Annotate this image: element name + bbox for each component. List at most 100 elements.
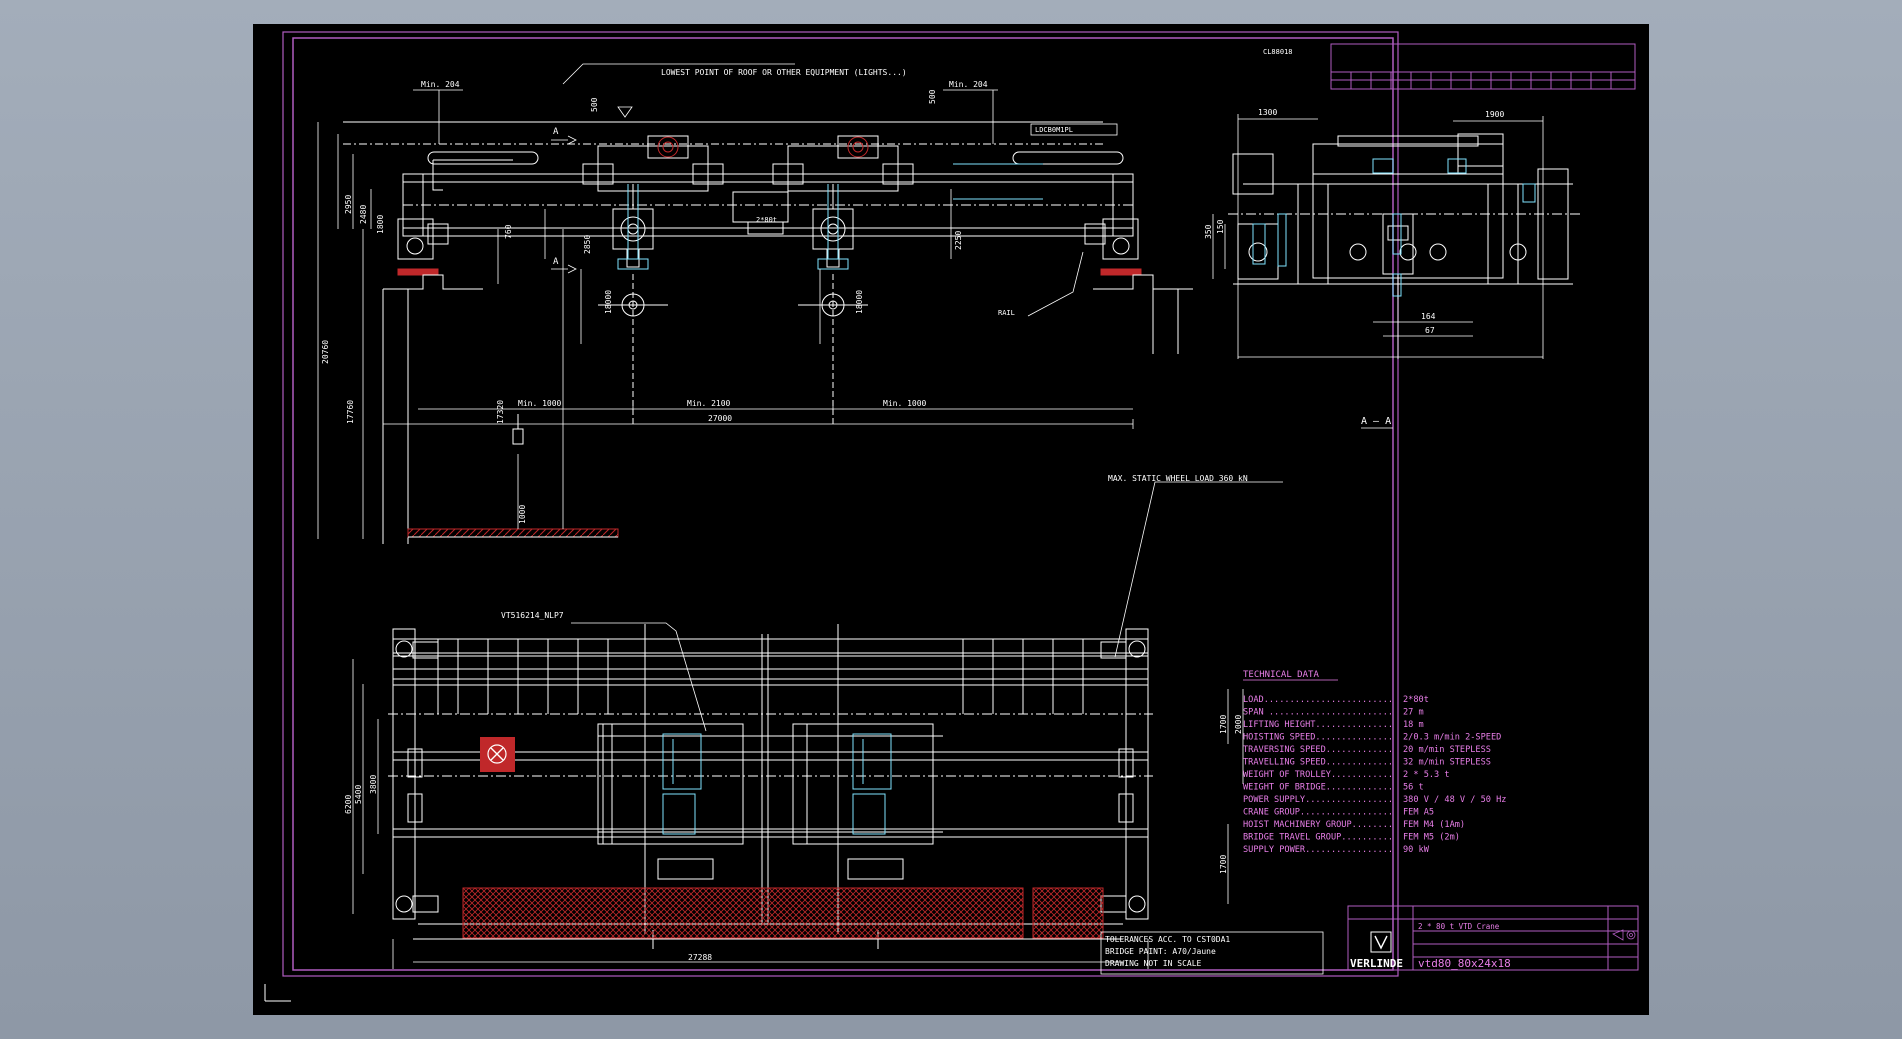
tech-value: FEM M5 (2m) (1403, 833, 1460, 843)
section-arrows (551, 135, 577, 274)
dim-2480: 2480 (359, 205, 368, 224)
dim-1700a: 1700 (1219, 715, 1228, 734)
section-a-a-dims (1212, 114, 1544, 359)
tolerance-line-3: DRAWING NOT IN SCALE (1105, 959, 1202, 968)
dim-2950: 2950 (344, 195, 353, 214)
section-mark-lower: A (553, 257, 559, 267)
trolley-code: VT516214_NLP7 (501, 611, 564, 620)
section-a-a (1228, 133, 1583, 299)
dim-350: 350 (1204, 224, 1213, 239)
tech-value: 18 m (1403, 720, 1424, 730)
dim-17320: 17320 (496, 400, 505, 424)
tolerance-box (1100, 931, 1324, 975)
tech-value: 27 m (1403, 708, 1424, 718)
tech-label: LIFTING HEIGHT............... (1243, 720, 1393, 730)
dim-1900: 1900 (1485, 110, 1504, 119)
dim-min204-left: Min. 204 (421, 80, 460, 89)
tech-label: LOAD......................... (1243, 695, 1393, 705)
dim-1700b: 1700 (1219, 855, 1228, 874)
walkway-hatch-left (462, 887, 1024, 939)
dim-20760: 20760 (321, 340, 330, 364)
drawing-number: vtd80_80x24x18 (1418, 957, 1511, 970)
tech-value: 90 kW (1403, 845, 1430, 855)
dim-2250: 2250 (954, 231, 963, 250)
hook-blocks (617, 184, 849, 270)
hoist-label: 2*80t (756, 216, 777, 224)
front-elevation (343, 121, 1193, 544)
tech-value: FEM A5 (1403, 808, 1434, 818)
dim-min1000b: Min. 1000 (883, 399, 927, 408)
front-dimensions (317, 63, 1134, 539)
tolerance-line-1: TOLERANCES ACC. TO CST0DA1 (1105, 935, 1230, 944)
dim-760: 760 (504, 224, 513, 239)
dim-18000a: 18000 (604, 290, 613, 314)
dim-1000: 1000 (518, 505, 527, 524)
cad-viewport[interactable]: CL88018 (253, 24, 1649, 1015)
dim-3800: 3800 (369, 775, 378, 794)
tech-label: WEIGHT OF BRIDGE............. (1243, 783, 1393, 793)
section-mark-upper: A (553, 127, 559, 137)
tech-value: 56 t (1403, 783, 1424, 793)
tech-label: CRANE GROUP.................. (1243, 808, 1393, 818)
tech-value: 32 m/min STEPLESS (1403, 758, 1491, 768)
tech-value: 2/0.3 m/min 2-SPEED (1403, 733, 1501, 743)
tolerance-notes: TOLERANCES ACC. TO CST0DA1 BRIDGE PAINT:… (1105, 935, 1230, 968)
tech-value: FEM M4 (1Am) (1403, 820, 1465, 830)
dim-min204-right: Min. 204 (949, 80, 988, 89)
section-a-a-cyan (1252, 158, 1536, 297)
tech-label: SUPPLY POWER................. (1243, 845, 1393, 855)
tech-label: WEIGHT OF TROLLEY............ (1243, 770, 1393, 780)
drawing-border (264, 31, 1399, 1002)
tech-label: SPAN ........................ (1243, 708, 1393, 718)
rail-leader (1027, 251, 1084, 317)
dim-min1000a: Min. 1000 (518, 399, 562, 408)
tech-label: POWER SUPPLY................. (1243, 795, 1393, 805)
dim-6200: 6200 (344, 795, 353, 814)
plan-trolley-cyan (662, 733, 892, 835)
tolerance-line-2: BRIDGE PAINT: A70/Jaune (1105, 947, 1216, 956)
tech-value: 2*80t (1403, 695, 1429, 705)
crane-drawing: CL88018 (264, 31, 1639, 1002)
title-block (1347, 905, 1639, 971)
revision-table (1330, 43, 1636, 90)
tech-label: TRAVELLING SPEED............. (1243, 758, 1393, 768)
note-lowest-point: LOWEST POINT OF ROOF OR OTHER EQUIPMENT … (661, 68, 907, 77)
drawing-code: CL88018 (1263, 48, 1293, 56)
dim-150: 150 (1216, 219, 1225, 234)
part-code: LDCB0M1PL (1035, 126, 1073, 134)
tech-label: BRIDGE TRAVEL GROUP.......... (1243, 833, 1393, 843)
section-title: A — A (1361, 416, 1391, 427)
tech-label: TRAVERSING SPEED............. (1243, 745, 1393, 755)
dim-500b: 500 (928, 89, 937, 104)
walkway-hatch-right (1032, 887, 1104, 939)
tech-value: 380 V / 48 V / 50 Hz (1403, 795, 1506, 805)
dim-1800: 1800 (376, 215, 385, 234)
verlinde-logo: VERLINDE (1350, 931, 1403, 970)
front-dim-text: Min. 204 Min. 204 LOWEST POINT OF ROOF O… (321, 68, 1073, 524)
dim-18000b: 18000 (855, 290, 864, 314)
dim-5400: 5400 (354, 785, 363, 804)
tech-value: 2 * 5.3 t (1403, 770, 1450, 780)
projection-symbol-icon (1612, 929, 1636, 941)
dim-164: 164 (1421, 312, 1436, 321)
rail-label: RAIL (998, 309, 1015, 317)
technical-table: LOAD......................... 2*80t SPAN… (1243, 695, 1506, 855)
technical-title: TECHNICAL DATA (1243, 670, 1319, 680)
dim-2850: 2850 (583, 235, 592, 254)
logo-text: VERLINDE (1350, 957, 1403, 970)
dim-17760: 17760 (346, 400, 355, 424)
dim-2000: 2000 (1234, 715, 1243, 734)
title-description: 2 * 80 t VTD Crane (1418, 922, 1500, 931)
note-wheel-load: MAX. STATIC WHEEL LOAD 360 kN (1108, 474, 1248, 483)
tech-label: HOIST MACHINERY GROUP........ (1243, 820, 1393, 830)
plan-view (388, 624, 1153, 949)
tech-value: 20 m/min STEPLESS (1403, 745, 1491, 755)
dim-1300: 1300 (1258, 108, 1277, 117)
dim-27000: 27000 (708, 414, 732, 423)
plan-dim-lines (352, 481, 1283, 969)
plan-text: 6200 5400 3800 1700 2000 1700 27288 VT51… (344, 474, 1248, 962)
tech-label: HOISTING SPEED............... (1243, 733, 1393, 743)
warning-sign-icon (480, 737, 515, 772)
dim-500a: 500 (590, 97, 599, 112)
dim-67: 67 (1425, 326, 1435, 335)
